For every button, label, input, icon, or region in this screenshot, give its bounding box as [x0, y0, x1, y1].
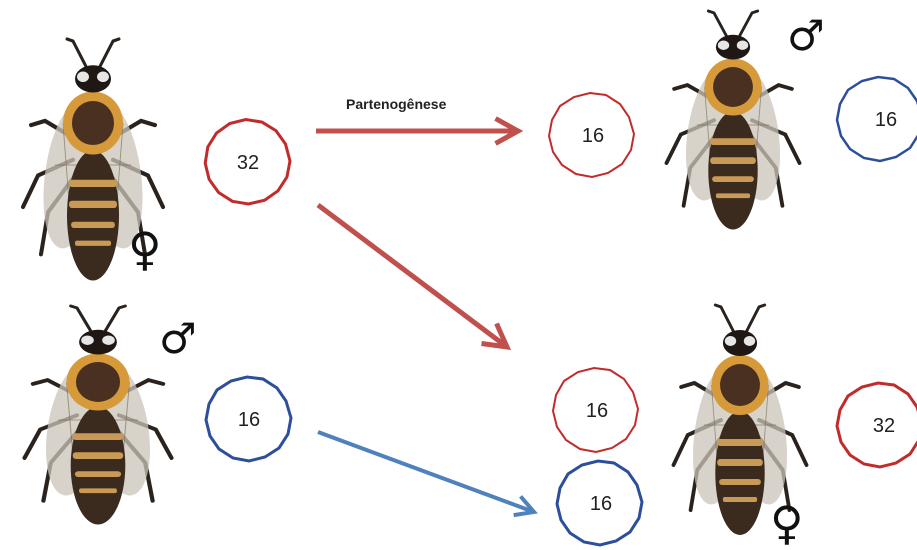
worker-chromosome-badge: 32	[835, 381, 917, 469]
drone-gamete-badge: 16	[547, 91, 636, 179]
worker-female-symbol: ♀	[770, 496, 804, 550]
queen-chromosome-count: 32	[237, 152, 259, 174]
drone-offspring-chromosome-badge: 16	[835, 75, 917, 163]
drone-parent-chromosome-count: 16	[238, 409, 260, 431]
drone-offspring-chromosome-count: 16	[875, 109, 897, 131]
queen-to-worker-arrow	[316, 203, 507, 347]
worker-gamete-queen-badge: 16	[551, 366, 640, 454]
parthenogenesis-label: Partenogênese	[346, 96, 447, 112]
drone-offspring-illustration	[664, 9, 802, 232]
worker-gamete-drone-badge: 16	[555, 459, 644, 547]
queen-female-symbol: ♀	[128, 222, 162, 276]
worker-gamete-drone-count: 16	[590, 493, 612, 515]
worker-gamete-queen-count: 16	[586, 400, 608, 422]
worker-chromosome-count: 32	[873, 415, 895, 437]
drone-parent-illustration	[25, 306, 172, 525]
drone-to-worker-arrow	[317, 430, 534, 512]
drone-parent-male-symbol: ♂	[159, 314, 197, 363]
drone-offspring-male-symbol: ♂	[787, 11, 825, 60]
drone-parent-chromosome-badge: 16	[204, 375, 293, 463]
queen-chromosome-badge: 32	[203, 117, 292, 206]
drone-gamete-count: 16	[582, 125, 604, 147]
